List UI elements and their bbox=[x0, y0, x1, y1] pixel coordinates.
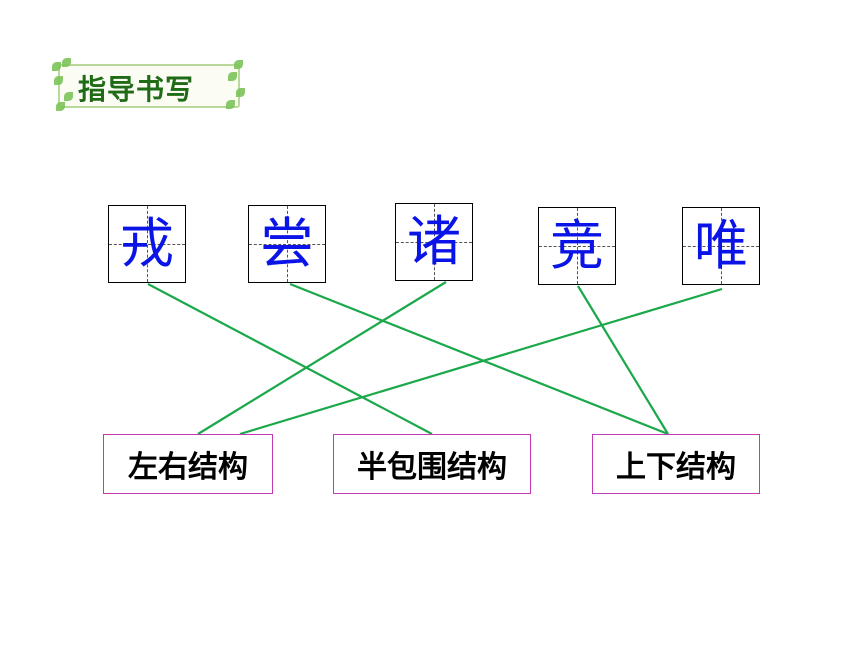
category-box-half-enclosure: 半包围结构 bbox=[333, 434, 531, 494]
banner-title: 指导书写 bbox=[78, 73, 195, 106]
match-line-3 bbox=[197, 281, 447, 435]
match-line-5 bbox=[239, 287, 723, 436]
char-5: 唯 bbox=[694, 214, 748, 277]
category-box-left-right: 左右结构 bbox=[103, 434, 273, 494]
banner-card bbox=[58, 64, 240, 108]
char-box-5: 唯 bbox=[682, 207, 760, 285]
match-line-2 bbox=[289, 282, 669, 436]
match-line-4 bbox=[577, 285, 669, 435]
char-box-4: 竞 bbox=[538, 207, 616, 285]
char-box-2: 尝 bbox=[248, 205, 326, 283]
section-banner: 指导书写 bbox=[50, 58, 248, 112]
char-1: 戎 bbox=[120, 212, 174, 275]
char-3: 诸 bbox=[407, 210, 461, 273]
char-box-3: 诸 bbox=[395, 203, 473, 281]
char-4: 竞 bbox=[550, 214, 604, 277]
char-box-1: 戎 bbox=[108, 205, 186, 283]
category-label-3: 上下结构 bbox=[616, 450, 736, 485]
category-box-top-bottom: 上下结构 bbox=[592, 434, 760, 494]
category-label-1: 左右结构 bbox=[128, 450, 248, 485]
match-line-1 bbox=[147, 283, 433, 435]
char-2: 尝 bbox=[260, 212, 314, 275]
category-label-2: 半包围结构 bbox=[357, 450, 507, 485]
